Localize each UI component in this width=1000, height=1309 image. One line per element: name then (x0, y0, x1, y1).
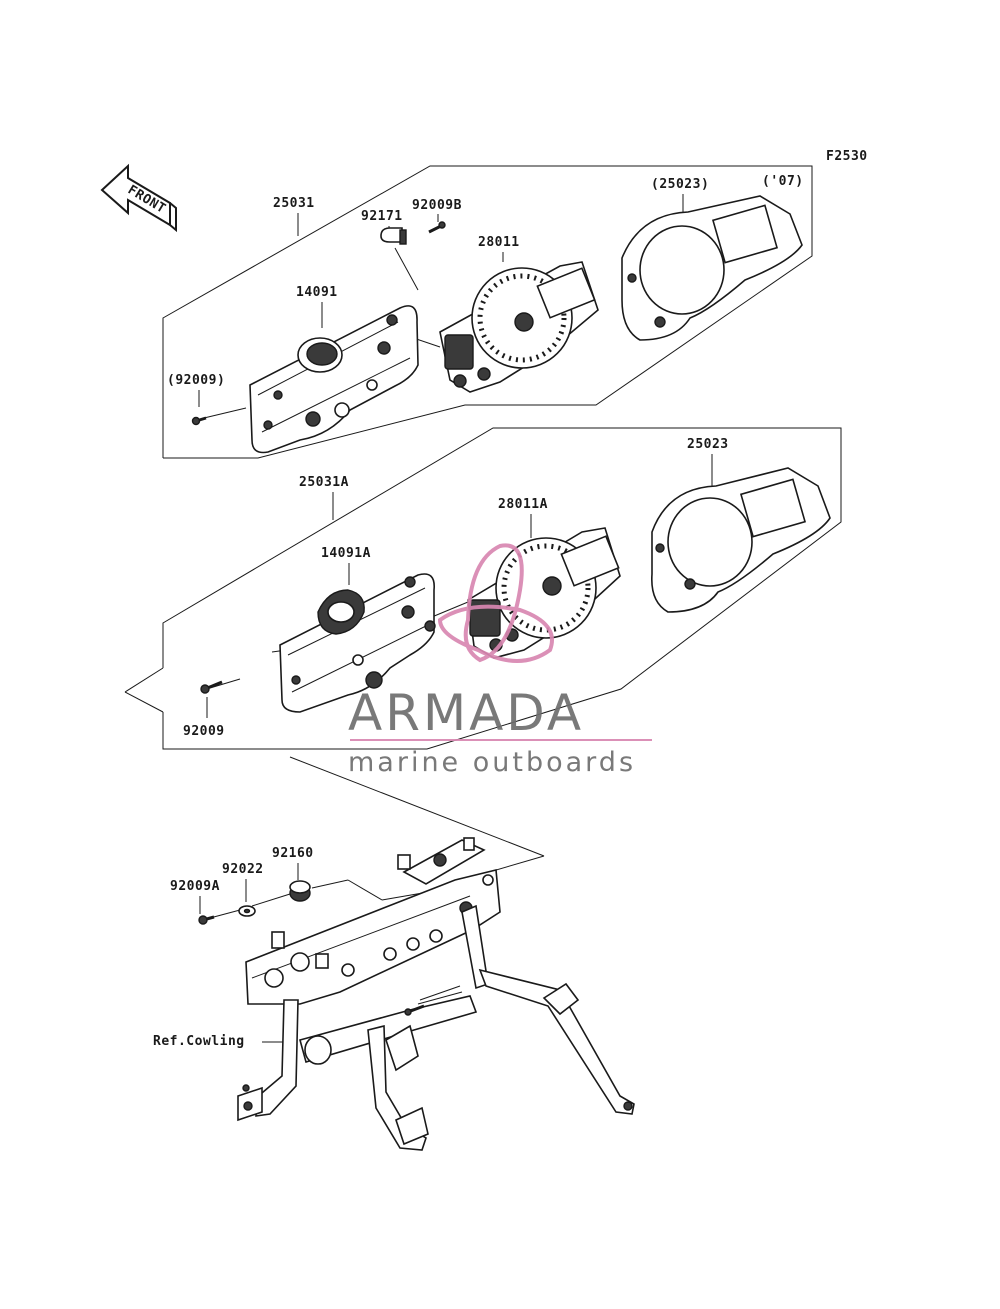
label-25023-paren: (25023) (651, 177, 709, 192)
screw-92009-upper-icon (191, 416, 207, 426)
label-92009-paren: (92009) (167, 373, 225, 388)
figure-code: F2530 (826, 149, 868, 164)
watermark-tagline: marine outboards (348, 747, 636, 778)
watermark-logo: ARMADA marine outboards (348, 543, 652, 778)
label-92009A: 92009A (170, 879, 220, 894)
assembly-box-upper (162, 165, 813, 459)
screw-92009-middle-icon (200, 680, 223, 694)
meter-unit-28011-icon (439, 261, 599, 393)
label-ref-cowling: Ref.Cowling (153, 1034, 245, 1049)
grommet-92160-icon (289, 880, 311, 902)
screw-92009B-icon (428, 221, 446, 234)
label-92022: 92022 (222, 862, 264, 877)
label-92171: 92171 (361, 209, 403, 224)
label-28011A: 28011A (498, 497, 548, 512)
meter-cover-25023-upper-icon (621, 195, 803, 341)
label-07-note: ('07) (762, 174, 804, 189)
meter-case-14091-icon (249, 305, 419, 454)
meter-case-14091A-icon (279, 573, 436, 713)
label-25031A: 25031A (299, 475, 349, 490)
bolt-92009A-icon (198, 915, 215, 925)
label-14091: 14091 (296, 285, 338, 300)
label-25031: 25031 (273, 196, 315, 211)
label-92009: 92009 (183, 724, 225, 739)
label-92160: 92160 (272, 846, 314, 861)
clip-92171-icon (380, 227, 407, 245)
assembly-box-middle (124, 427, 842, 750)
label-92009B: 92009B (412, 198, 462, 213)
label-14091A: 14091A (321, 546, 371, 561)
watermark-brand: ARMADA (348, 684, 584, 742)
meter-unit-28011A-icon (467, 527, 621, 659)
meter-bracket-icon (237, 837, 635, 1151)
meter-cover-25023-icon (651, 467, 831, 613)
washer-92022-icon (238, 905, 256, 917)
label-25023: 25023 (687, 437, 729, 452)
front-arrow-icon: FRONT (100, 163, 177, 233)
label-28011: 28011 (478, 235, 520, 250)
